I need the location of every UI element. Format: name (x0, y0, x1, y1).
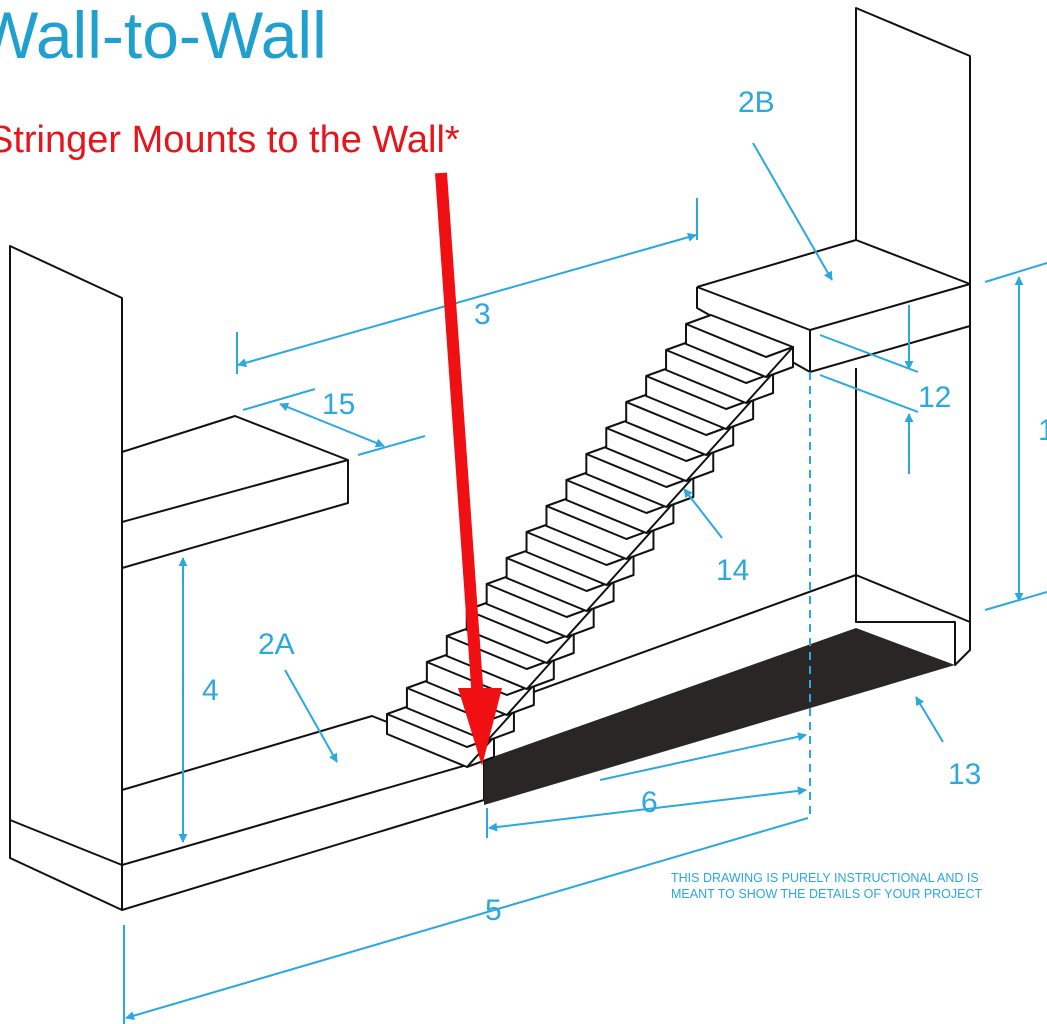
tread-edge (506, 557, 615, 612)
label-14: 14 (716, 554, 749, 587)
tread-edge (426, 661, 535, 716)
tread-edge (585, 453, 695, 508)
dimension-labels: 2B 3 15 12 1 14 2A 4 13 6 5 (202, 86, 1047, 927)
dim-6-arrow-top (599, 732, 807, 781)
red-arrow-shaft (435, 172, 484, 701)
label-5: 5 (485, 894, 502, 927)
label-6: 6 (641, 786, 658, 819)
red-arrow-head (458, 688, 502, 766)
pointer-14 (683, 488, 723, 539)
tread-edge (625, 401, 735, 456)
upper-landing-front (121, 459, 349, 523)
label-2b: 2B (738, 86, 775, 119)
dim-6-line (488, 786, 807, 832)
dim-15-tick-left (242, 388, 316, 411)
right-wall (855, 7, 971, 284)
label-13: 13 (948, 758, 981, 791)
disclaimer-line-1: THIS DRAWING IS PURELY INSTRUCTIONAL AND… (671, 871, 979, 885)
label-3: 3 (474, 298, 491, 331)
stringer-mount-arrow (435, 172, 502, 766)
tread-edge (566, 479, 675, 534)
floor-base (9, 759, 485, 911)
label-2a: 2A (258, 628, 295, 661)
disclaimer-line-2: MEANT TO SHOW THE DETAILS OF YOUR PROJEC… (671, 887, 983, 901)
dim-15-tick-right (357, 435, 426, 456)
left-wall (9, 245, 123, 865)
dim-12-tick-top (819, 334, 919, 373)
tread-edge (446, 635, 555, 690)
dim-1-tick-bottom (984, 591, 1047, 611)
label-12: 12 (918, 381, 951, 414)
tread-edge (605, 427, 715, 482)
treads (386, 314, 794, 768)
stringer-13 (484, 628, 955, 805)
tread-edge (685, 323, 794, 378)
tread-edge (466, 609, 575, 664)
tread-edge (665, 349, 775, 404)
pointer-2b (752, 142, 833, 281)
dim-3-line (237, 232, 697, 368)
label-15: 15 (322, 388, 355, 421)
label-4: 4 (202, 674, 219, 707)
tread-edge (526, 531, 635, 586)
page-subtitle: Stringer Mounts to the Wall* (0, 119, 460, 161)
tread-edge (546, 505, 655, 560)
page-title: Wall-to-Wall (0, 0, 327, 72)
pointer-13 (915, 696, 944, 743)
label-1: 1 (1038, 414, 1047, 447)
tread-edge (486, 583, 595, 638)
landing-2b (696, 239, 971, 331)
pointer-2a (284, 669, 338, 763)
dim-15-line (279, 402, 385, 448)
dim-5-line (125, 817, 809, 1021)
floor-base-left (9, 820, 123, 911)
dim-1-tick-top (984, 262, 1047, 283)
far-floor-step (855, 575, 971, 666)
disclaimer: THIS DRAWING IS PURELY INSTRUCTIONAL AND… (671, 871, 983, 901)
tread-edge (645, 375, 755, 430)
dimension-lines (123, 142, 1047, 1024)
dim-12-tick-bottom (819, 374, 919, 413)
tread-edge (406, 687, 515, 742)
